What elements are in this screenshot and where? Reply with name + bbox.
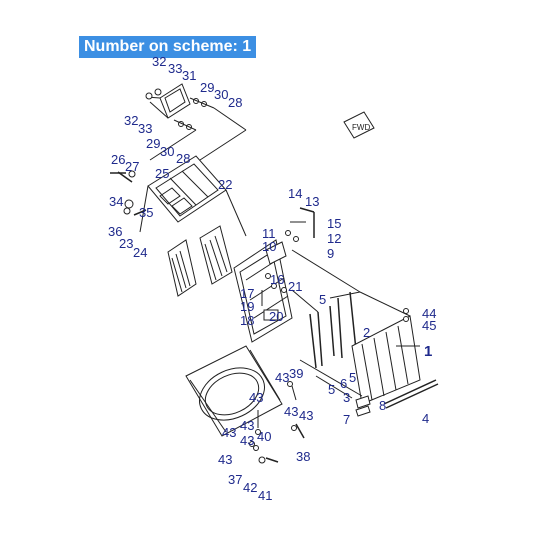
top-bracket-plate	[145, 83, 247, 161]
gasket-frame	[139, 155, 247, 237]
callout-33: 33	[138, 121, 152, 136]
callout-9: 9	[327, 246, 334, 261]
callout-5: 5	[349, 370, 356, 385]
callout-4: 4	[422, 411, 429, 426]
callout-14: 14	[288, 186, 302, 201]
callout-28: 28	[228, 95, 242, 110]
callout-11: 11	[262, 226, 276, 241]
callout-43: 43	[284, 404, 298, 419]
seal-strips	[309, 291, 361, 369]
callout-33: 33	[168, 61, 182, 76]
callout-40: 40	[257, 429, 271, 444]
callout-43: 43	[240, 433, 254, 448]
callout-3: 3	[343, 390, 350, 405]
callout-2: 2	[363, 325, 370, 340]
fwd-label: FWD	[352, 123, 370, 132]
callout-23: 23	[119, 236, 133, 251]
callout-36: 36	[108, 224, 122, 239]
callout-38: 38	[296, 449, 310, 464]
callout-45: 45	[422, 318, 436, 333]
scheme-number-banner: Number on scheme: 1	[79, 36, 257, 58]
callout-30: 30	[214, 87, 228, 102]
callout-31: 31	[182, 68, 196, 83]
callout-29: 29	[200, 80, 214, 95]
callout-24: 24	[133, 245, 147, 260]
callout-28: 28	[176, 151, 190, 166]
callout-30: 30	[160, 144, 174, 159]
callout-10: 10	[262, 239, 276, 254]
callout-34: 34	[109, 194, 123, 209]
radiator-core	[351, 291, 421, 405]
callout-13: 13	[305, 194, 319, 209]
callout-43: 43	[249, 390, 263, 405]
callout-26: 26	[111, 152, 125, 167]
callout-6: 6	[340, 376, 347, 391]
center-frame	[233, 207, 361, 343]
core-panels-left	[167, 225, 233, 297]
callout-16: 16	[270, 272, 284, 287]
callout-43: 43	[275, 370, 289, 385]
callout-39: 39	[289, 366, 303, 381]
callout-1: 1	[424, 343, 432, 360]
bolt-group-left	[110, 170, 147, 216]
callout-5: 5	[319, 292, 326, 307]
callout-5: 5	[328, 382, 335, 397]
callout-7: 7	[343, 412, 350, 427]
callout-32: 32	[124, 113, 138, 128]
callout-21: 21	[288, 279, 302, 294]
callout-43: 43	[222, 425, 236, 440]
callout-labels: 32 33 31 29 30 28 32 33 29 30 28 26 27 2…	[108, 54, 436, 503]
bolt-group-bottom	[249, 359, 363, 464]
callout-22: 22	[218, 177, 232, 192]
callout-12: 12	[327, 231, 341, 246]
callout-42: 42	[243, 480, 257, 495]
callout-44: 44	[422, 306, 436, 321]
callout-27: 27	[125, 159, 139, 174]
callout-25: 25	[155, 166, 169, 181]
callout-15: 15	[327, 216, 341, 231]
fan-shroud	[185, 345, 283, 437]
callout-20: 20	[269, 309, 283, 324]
callout-43: 43	[299, 408, 313, 423]
fwd-arrow-icon: FWD	[343, 111, 375, 139]
bottom-parts	[315, 375, 439, 417]
callout-19: 19	[240, 299, 254, 314]
callout-35: 35	[139, 205, 153, 220]
callout-17: 17	[240, 286, 254, 301]
callout-43: 43	[218, 452, 232, 467]
callout-29: 29	[146, 136, 160, 151]
callout-37: 37	[228, 472, 242, 487]
callout-8: 8	[379, 398, 386, 413]
callout-18: 18	[240, 313, 254, 328]
callout-32: 32	[152, 54, 166, 69]
callout-41: 41	[258, 488, 272, 503]
callout-43: 43	[240, 418, 254, 433]
